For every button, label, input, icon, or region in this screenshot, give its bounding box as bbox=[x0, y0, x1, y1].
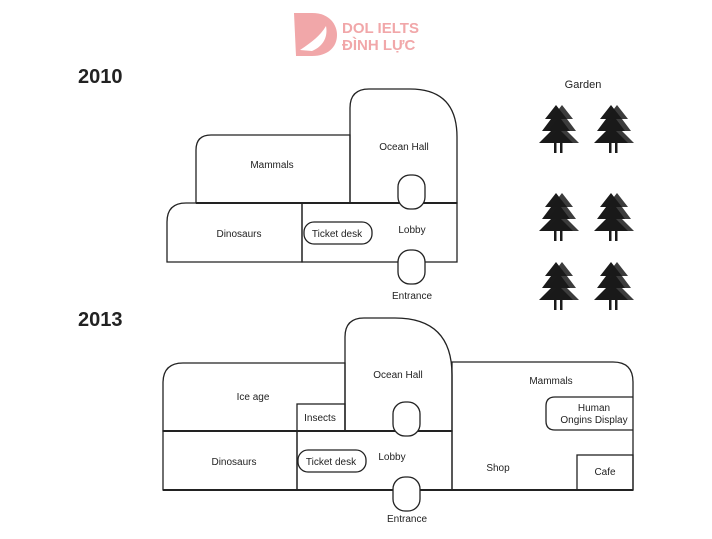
doorway-entrance-2010 bbox=[397, 249, 426, 285]
ticket-desk-2013 bbox=[297, 449, 367, 473]
label-ocean-hall-2013: Ocean Hall bbox=[373, 370, 422, 381]
label-lobby-2013: Lobby bbox=[378, 452, 405, 463]
label-dinosaurs-2013: Dinosaurs bbox=[211, 457, 256, 468]
tree-icon bbox=[539, 262, 579, 310]
doorway-entrance-2013 bbox=[392, 476, 421, 512]
label-ocean-hall-2010: Ocean Hall bbox=[379, 142, 428, 153]
label-entrance-2013: Entrance bbox=[387, 514, 427, 525]
doorway-ocean-hall-2010 bbox=[397, 174, 426, 210]
room-ocean-hall-2010 bbox=[349, 88, 458, 204]
logo-text-line2: ĐÌNH LỰC bbox=[342, 37, 415, 54]
doorway-ocean-hall-2013 bbox=[392, 401, 421, 437]
label-entrance-2010: Entrance bbox=[392, 291, 432, 302]
label-ice-age-2013: Ice age bbox=[237, 392, 270, 403]
label-dinosaurs-2010: Dinosaurs bbox=[216, 229, 261, 240]
plan-2010: 2010 Mammals Ocean Hall Dinosaurs Ticket… bbox=[78, 66, 634, 310]
tree-icon bbox=[594, 105, 634, 153]
room-ice-age-2013 bbox=[162, 362, 346, 432]
label-cafe-2013: Cafe bbox=[594, 467, 616, 478]
logo: DOL IELTS ĐÌNH LỰC bbox=[294, 13, 419, 56]
label-shop-2013: Shop bbox=[486, 463, 510, 474]
garden-trees bbox=[539, 105, 634, 310]
tree-icon bbox=[594, 193, 634, 241]
label-human-origins-line2-2013: Ongins Display bbox=[560, 415, 627, 426]
year-label-2013: 2013 bbox=[78, 309, 123, 331]
label-ticket-desk-2010: Ticket desk bbox=[312, 229, 363, 240]
room-human-origins-2013 bbox=[545, 396, 633, 431]
ticket-desk-2010 bbox=[303, 221, 373, 245]
label-human-origins-line1-2013: Human bbox=[578, 403, 610, 414]
label-ticket-desk-2013: Ticket desk bbox=[306, 457, 357, 468]
tree-icon bbox=[539, 193, 579, 241]
room-ocean-hall-2013 bbox=[344, 317, 453, 432]
label-mammals-2013: Mammals bbox=[529, 376, 572, 387]
label-garden-2010: Garden bbox=[565, 79, 602, 91]
tree-icon bbox=[594, 262, 634, 310]
label-lobby-2010: Lobby bbox=[398, 225, 425, 236]
room-cafe-2013 bbox=[576, 454, 634, 491]
room-mammals-2013 bbox=[451, 361, 634, 491]
label-insects-2013: Insects bbox=[304, 413, 336, 424]
logo-mark-icon bbox=[294, 13, 337, 56]
tree-icon bbox=[539, 105, 579, 153]
room-mammals-2010 bbox=[195, 134, 351, 204]
logo-text-line1: DOL IELTS bbox=[342, 20, 419, 37]
logo-mark-cutout bbox=[300, 26, 327, 51]
year-label-2010: 2010 bbox=[78, 66, 123, 88]
plan-2013: 2013 Ice age Insects Ocean Hall Mammals … bbox=[78, 309, 634, 525]
label-mammals-2010: Mammals bbox=[250, 160, 293, 171]
